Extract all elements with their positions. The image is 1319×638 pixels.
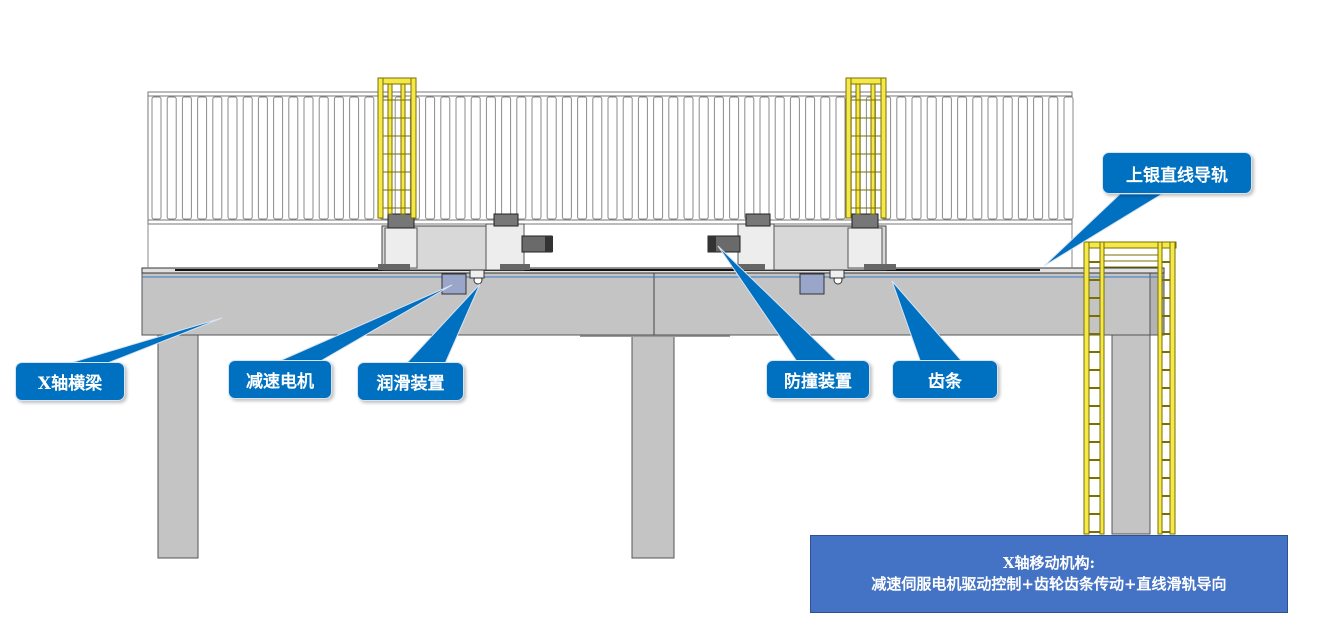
callout-reducer-motor-label: 减速电机	[246, 372, 314, 392]
info-title: X轴移动机构:	[1002, 554, 1096, 572]
x-beam-shape	[141, 272, 1165, 336]
side-ladder-tower	[1083, 241, 1177, 535]
callout-pointers	[59, 193, 1164, 367]
info-description: 减速伺服电机驱动控制+齿轮齿条传动+直线滑轨导向	[871, 575, 1227, 593]
callout-linear-guide: 上银直线导轨	[1102, 152, 1252, 194]
callout-rack: 齿条	[892, 360, 998, 399]
callout-reducer-motor: 减速电机	[228, 360, 332, 399]
callout-linear-guide-label: 上银直线导轨	[1126, 165, 1228, 186]
callout-x-beam: X轴横梁	[15, 362, 125, 401]
callout-x-beam-label: X轴横梁	[37, 374, 103, 394]
right-column	[1111, 333, 1151, 535]
reducer-motor-shape	[441, 273, 467, 295]
right-trolley	[707, 213, 896, 295]
callout-lubrication-label: 润滑装置	[376, 374, 445, 394]
callout-rack-label: 齿条	[928, 372, 962, 392]
guard-railing	[147, 91, 1074, 268]
left-trolley	[378, 213, 553, 295]
callout-anti-collision-label: 防撞装置	[784, 372, 852, 392]
callout-lubrication: 润滑装置	[357, 362, 464, 401]
mechanism-info-box: X轴移动机构: 减速伺服电机驱动控制+齿轮齿条传动+直线滑轨导向	[810, 535, 1288, 613]
left-column	[157, 333, 199, 559]
middle-column	[631, 333, 675, 559]
trolley-ladders	[377, 77, 887, 219]
callout-anti-collision: 防撞装置	[766, 360, 870, 399]
